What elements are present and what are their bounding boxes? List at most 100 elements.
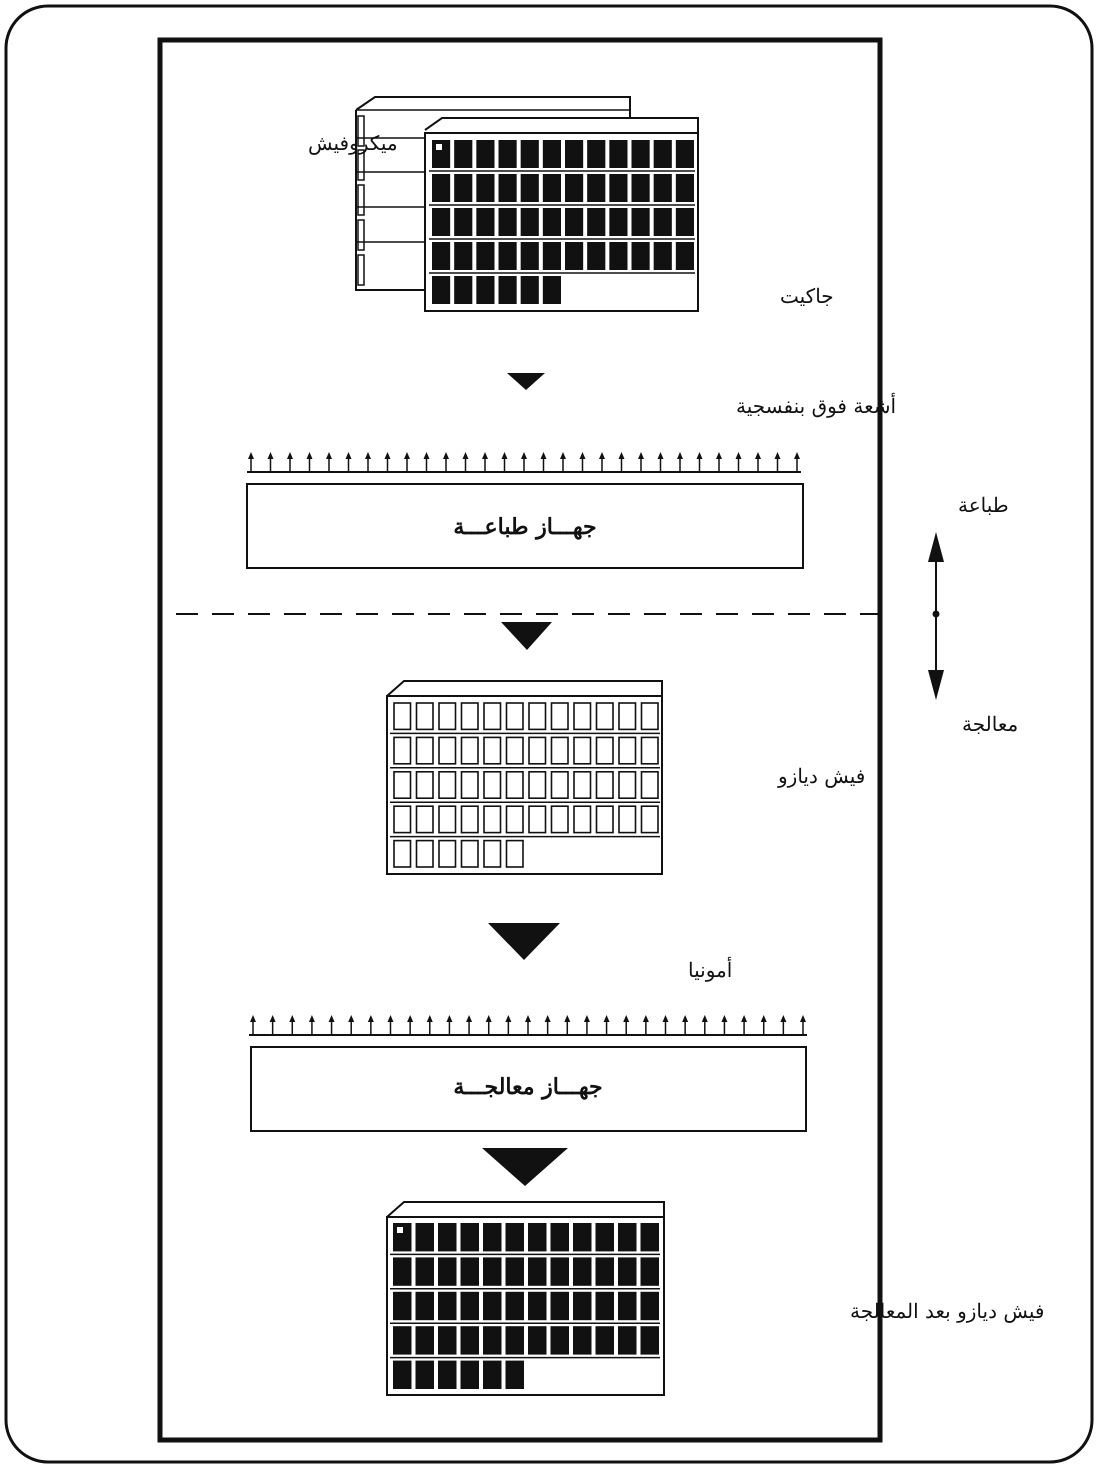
- fiche-frame-dark: [461, 1292, 480, 1320]
- fiche-frame-dark: [476, 140, 494, 168]
- fiche-frame-light: [462, 841, 479, 867]
- fiche-frame-light: [394, 703, 411, 729]
- fiche-frame-dark: [543, 174, 561, 202]
- fiche-frame-dark: [483, 1257, 502, 1285]
- fiche-frame-light: [417, 806, 434, 832]
- fiche-frame-dark: [506, 1257, 525, 1285]
- fiche-frame-dark: [543, 208, 561, 236]
- fiche-frame-light: [439, 772, 456, 798]
- fiche-frame-dark: [454, 276, 472, 304]
- radiation-arrowhead: [564, 1015, 570, 1022]
- radiation-arrowhead: [505, 1015, 511, 1022]
- fiche-frame-dark: [528, 1326, 547, 1354]
- radiation-arrowhead: [775, 452, 781, 459]
- label-diazo: فيش ديازو: [777, 764, 865, 788]
- fiche-frame-dark: [573, 1292, 592, 1320]
- radiation-arrowhead: [702, 1015, 708, 1022]
- fiche-frame-dark: [596, 1326, 615, 1354]
- fiche-front-header: [425, 118, 698, 133]
- radiation-arrowhead: [404, 452, 410, 459]
- fiche-frame-light: [507, 737, 524, 763]
- radiation-arrowhead: [545, 1015, 551, 1022]
- fiche-frame-dark: [483, 1292, 502, 1320]
- fiche-frame-dark: [596, 1292, 615, 1320]
- radiation-arrowhead: [482, 452, 488, 459]
- fiche-frame-dark: [609, 174, 627, 202]
- radiation-arrowhead: [329, 1015, 335, 1022]
- fiche-frame-dark: [506, 1361, 525, 1389]
- label-ammonia: أمونيا: [688, 956, 732, 982]
- radiation-arrowhead: [580, 452, 586, 459]
- fiche-frame-light: [394, 737, 411, 763]
- fiche-frame-light: [439, 841, 456, 867]
- arrow-down-2: [501, 622, 552, 650]
- uv-arrows: [247, 452, 801, 472]
- fiche-frame-dark: [454, 174, 472, 202]
- radiation-arrowhead: [388, 1015, 394, 1022]
- fiche-frame-dark: [393, 1257, 412, 1285]
- arrow-down-4: [482, 1148, 568, 1186]
- fiche-frame-light: [439, 703, 456, 729]
- radiation-arrowhead: [643, 1015, 649, 1022]
- radiation-arrowhead: [268, 452, 274, 459]
- fiche-frame-light: [462, 806, 479, 832]
- radiation-arrowhead: [658, 452, 664, 459]
- fiche-frame-dark: [528, 1292, 547, 1320]
- fiche-frame-dark: [454, 140, 472, 168]
- fiche-frame-light: [394, 772, 411, 798]
- processor-label: جهـــاز معالجـــة: [453, 1074, 602, 1100]
- radiation-arrowhead: [368, 1015, 374, 1022]
- fiche-frame-dark: [551, 1257, 570, 1285]
- fiche-frame-light: [529, 806, 546, 832]
- fiche-frame-dark: [573, 1257, 592, 1285]
- radiation-arrowhead: [348, 1015, 354, 1022]
- fiche-frame-dark: [454, 242, 472, 270]
- fiche-frame-dark: [416, 1326, 435, 1354]
- fiche-frame-dark: [676, 140, 694, 168]
- fiche-frame-light: [417, 841, 434, 867]
- fiche-frame-light: [529, 772, 546, 798]
- fiche-frame-dark: [476, 208, 494, 236]
- radiation-arrowhead: [427, 1015, 433, 1022]
- fiche-frame-dark: [499, 140, 517, 168]
- fiche-frame-light: [552, 806, 569, 832]
- fiche-frame-dark: [676, 174, 694, 202]
- radiation-arrowhead: [270, 1015, 276, 1022]
- fiche-frame-light: [439, 806, 456, 832]
- fiche-frame-dark: [565, 174, 583, 202]
- fiche-frame-dark: [483, 1223, 502, 1251]
- fiche-frame-dark: [543, 242, 561, 270]
- axis-down-arrowhead: [928, 670, 944, 700]
- fiche-frame-light: [394, 806, 411, 832]
- fiche-frame-light: [574, 806, 591, 832]
- fiche-frame-dark: [476, 242, 494, 270]
- fiche-frame-dark: [618, 1326, 637, 1354]
- radiation-arrowhead: [736, 452, 742, 459]
- fiche-frame-light: [574, 737, 591, 763]
- fiche-frame-dark: [587, 140, 605, 168]
- fiche-frame-dark: [551, 1326, 570, 1354]
- fiche-frame-dark: [461, 1361, 480, 1389]
- fiche-frame-dark: [573, 1223, 592, 1251]
- fiche-frame-dark: [596, 1257, 615, 1285]
- fiche-frame-light: [484, 841, 501, 867]
- fiche-index-mark: [397, 1227, 403, 1233]
- radiation-arrowhead: [407, 1015, 413, 1022]
- radiation-arrowhead: [560, 452, 566, 459]
- fiche-frame-light: [507, 806, 524, 832]
- fiche-frame-dark: [416, 1257, 435, 1285]
- fiche-frame-light: [484, 703, 501, 729]
- fiche-frame-light: [552, 703, 569, 729]
- fiche-frame-dark: [632, 242, 650, 270]
- label-microfiche: ميكروفيش: [308, 131, 398, 155]
- fiche-frame-dark: [654, 242, 672, 270]
- fiche-frame-dark: [676, 208, 694, 236]
- fiche-frame-dark: [506, 1223, 525, 1251]
- fiche-frame-dark: [499, 276, 517, 304]
- radiation-arrowhead: [463, 452, 469, 459]
- radiation-arrowhead: [287, 452, 293, 459]
- fiche-frame-dark: [438, 1223, 457, 1251]
- radiation-arrowhead: [446, 1015, 452, 1022]
